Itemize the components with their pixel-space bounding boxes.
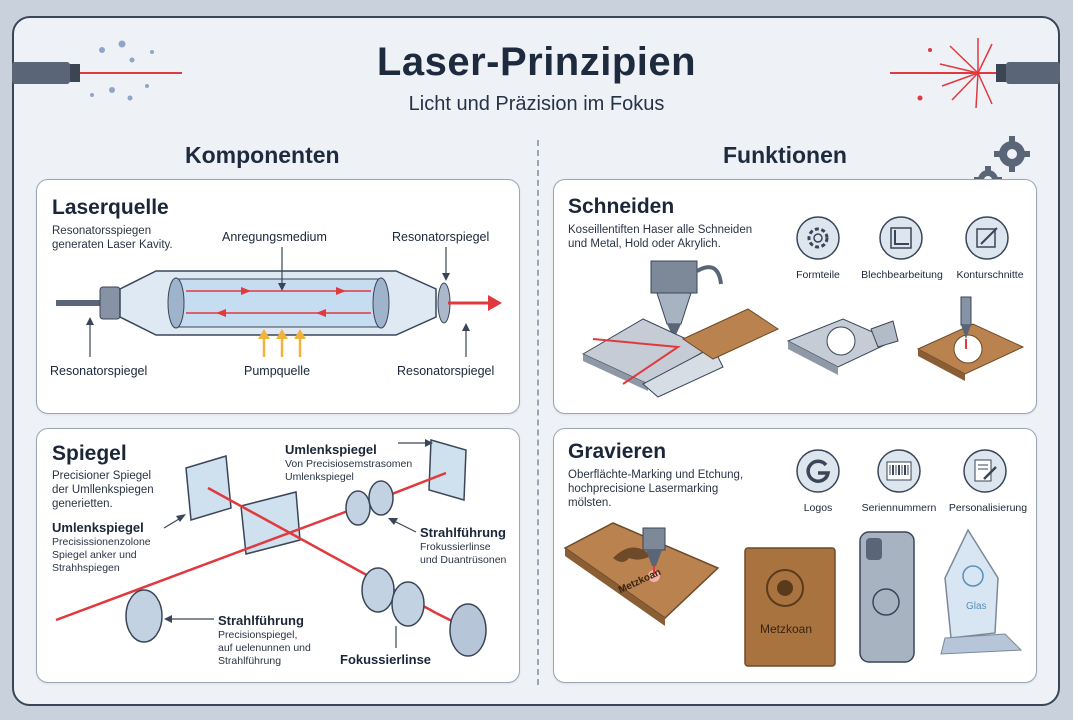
gravieren-heading: Gravieren — [568, 440, 667, 463]
spiegel-description-3: generietten. — [52, 498, 113, 510]
umlenkspiegel-left-line2: Spiegel anker und — [52, 549, 137, 561]
gear-icon — [796, 216, 840, 260]
mirror-beam-path-illustration — [55, 439, 487, 657]
icon-caption-personalisierung: Personalisierung — [948, 502, 1028, 514]
icon-caption-konturschnitte: Konturschnitte — [956, 269, 1024, 281]
engraved-plaque-text: Metzkoan — [760, 622, 813, 636]
spiegel-heading: Spiegel — [52, 442, 127, 465]
edit-document-icon — [963, 449, 1007, 493]
laserquelle-description-1: Resonatorsspiegen — [52, 225, 152, 237]
icon-caption-logos: Logos — [803, 502, 833, 514]
laser-emitter-left-illustration — [12, 40, 182, 101]
barcode-icon — [877, 449, 921, 493]
label-fokussierlinse: Fokussierlinse — [340, 652, 432, 667]
schneiden-heading: Schneiden — [568, 195, 675, 218]
laser-tube-illustration — [56, 247, 502, 357]
gravieren-description-3: mölsten. — [568, 497, 612, 509]
label-pumpquelle: Pumpquelle — [244, 364, 311, 378]
laser-emitter-right-illustration — [890, 38, 1060, 109]
laser-cutting-illustration — [581, 260, 1025, 398]
pencil-square-icon — [965, 216, 1009, 260]
laser-engraving-illustration — [563, 522, 1023, 667]
laserquelle-description-2: generaten Laser Kavity. — [52, 239, 173, 251]
schneiden-description-1: Koseillentiften Haser alle Schneiden — [568, 224, 753, 236]
laserquelle-heading: Laserquelle — [52, 196, 169, 219]
umlenkspiegel-left-line1: Precisissionenzolone — [52, 536, 151, 548]
umlenkspiegel-left-line3: Strahhspiegen — [52, 562, 120, 574]
umlenkspiegel-top-title: Umlenkspiegel — [285, 442, 377, 457]
strahlfuehrung-right-line1: Frokussierlinse — [420, 541, 491, 553]
square-angle-icon — [879, 216, 923, 260]
engraved-trophy-text: Glas — [966, 601, 987, 612]
strahlfuehrung-bottom-line2: auf uelenunnen und — [218, 642, 311, 654]
spiegel-description-1: Precisioner Spiegel — [52, 470, 152, 482]
label-anregungsmedium: Anregungsmedium — [222, 230, 327, 244]
page-title: Laser-Prinzipien — [376, 40, 697, 84]
section-heading-funktionen: Funktionen — [723, 142, 847, 168]
label-resonatorspiegel-left: Resonatorspiegel — [50, 364, 148, 378]
gravieren-description-1: Oberflächte-Marking und Etchung, — [568, 469, 744, 481]
umlenkspiegel-top-line1: Von Precisiosemstrasomen — [285, 458, 413, 470]
schneiden-description-2: und Metal, Hold oder Akrylich. — [568, 238, 721, 250]
icon-caption-blechbearbeitung: Blechbearbeitung — [861, 269, 943, 281]
strahlfuehrung-bottom-title: Strahlführung — [218, 613, 304, 628]
umlenkspiegel-top-line2: Umlenkspiegel — [285, 471, 354, 483]
section-divider — [537, 140, 539, 685]
strahlfuehrung-right-title: Strahlführung — [420, 525, 506, 540]
strahlfuehrung-bottom-line3: Strahlführung — [218, 655, 282, 667]
g-logo-icon — [796, 449, 840, 493]
umlenkspiegel-left-title: Umlenkspiegel — [52, 520, 144, 535]
label-resonatorspiegel-right: Resonatorspiegel — [397, 364, 495, 378]
strahlfuehrung-bottom-line1: Precisionspiegel, — [218, 629, 298, 641]
spiegel-description-2: der Umllenkspiegen — [52, 484, 154, 496]
strahlfuehrung-right-line2: und Duantrüsonen — [420, 554, 507, 566]
section-heading-komponenten: Komponenten — [185, 142, 340, 168]
icon-caption-seriennummern: Seriennummern — [861, 502, 937, 514]
page-subtitle: Licht und Präzision im Fokus — [408, 93, 665, 115]
gravieren-description-2: hochprecisione Lasermarking — [568, 483, 719, 495]
label-resonatorspiegel-top: Resonatorspiegel — [392, 230, 490, 244]
icon-caption-formteile: Formteile — [796, 269, 840, 281]
